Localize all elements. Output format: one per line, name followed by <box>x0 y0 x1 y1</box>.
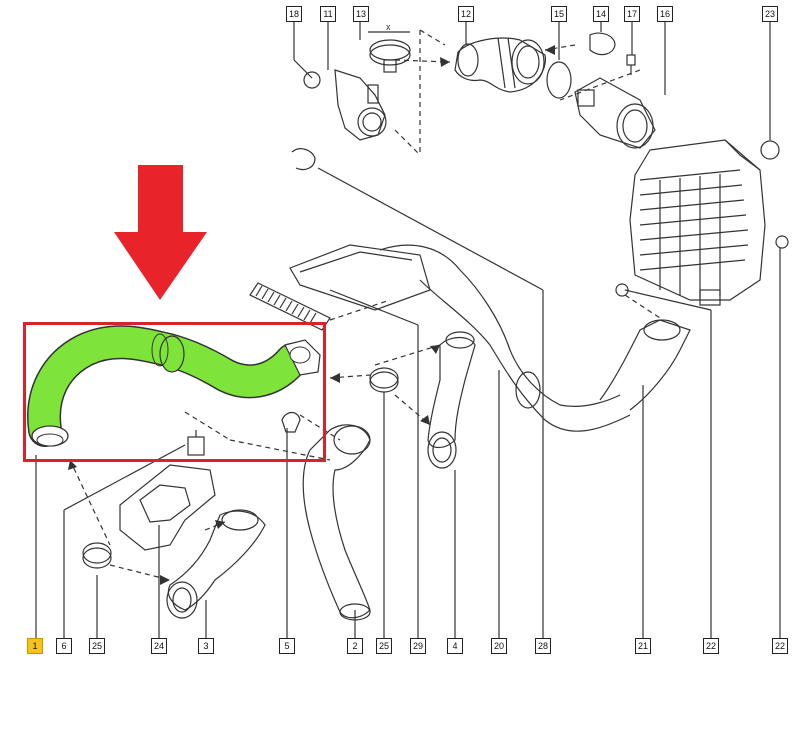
callout-4[interactable]: 4 <box>447 638 463 654</box>
callout-5[interactable]: 5 <box>279 638 295 654</box>
callout-17[interactable]: 17 <box>624 6 640 22</box>
callout-29[interactable]: 29 <box>410 638 426 654</box>
callout-13[interactable]: 13 <box>353 6 369 22</box>
callout-23[interactable]: 23 <box>762 6 778 22</box>
callout-21[interactable]: 21 <box>635 638 651 654</box>
callout-14[interactable]: 14 <box>593 6 609 22</box>
dimension-mark: x <box>386 22 391 32</box>
callout-20[interactable]: 20 <box>491 638 507 654</box>
callout-25[interactable]: 25 <box>89 638 105 654</box>
callout-18[interactable]: 18 <box>286 6 302 22</box>
callout-22-right[interactable]: 22 <box>772 638 788 654</box>
callout-1-selected[interactable]: 1 <box>27 638 43 654</box>
callout-12[interactable]: 12 <box>458 6 474 22</box>
callout-25-right[interactable]: 25 <box>376 638 392 654</box>
callout-3[interactable]: 3 <box>198 638 214 654</box>
callout-16[interactable]: 16 <box>657 6 673 22</box>
callout-15[interactable]: 15 <box>551 6 567 22</box>
callout-6[interactable]: 6 <box>56 638 72 654</box>
callout-22[interactable]: 22 <box>703 638 719 654</box>
callout-2[interactable]: 2 <box>347 638 363 654</box>
callout-28[interactable]: 28 <box>535 638 551 654</box>
highlight-box <box>23 322 326 462</box>
callout-11[interactable]: 11 <box>320 6 336 22</box>
callout-24[interactable]: 24 <box>151 638 167 654</box>
down-arrow-indicator <box>114 165 207 300</box>
highlighted-hose[interactable] <box>27 325 321 447</box>
